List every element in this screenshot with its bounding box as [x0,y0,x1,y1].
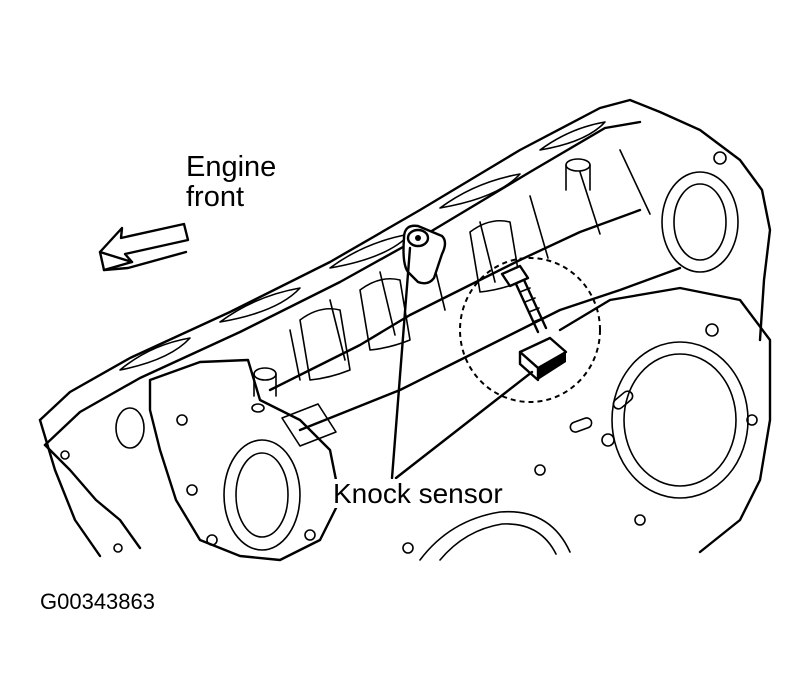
knock-sensor-detail-callout [459,257,601,403]
engine-front-label: Engine front [186,152,276,213]
knock-sensor [402,224,447,285]
engine-block [38,98,772,562]
bolt-icon [500,264,548,334]
engine-front-label-line1: Engine [186,151,277,183]
sensor-body-icon [518,336,568,382]
leader-lines [390,246,534,480]
knock-sensor-label: Knock sensor [330,479,506,508]
arrow-left-icon [98,222,190,272]
figure-code: G00343863 [40,589,155,614]
engine-front-label-line2: front [186,181,245,214]
